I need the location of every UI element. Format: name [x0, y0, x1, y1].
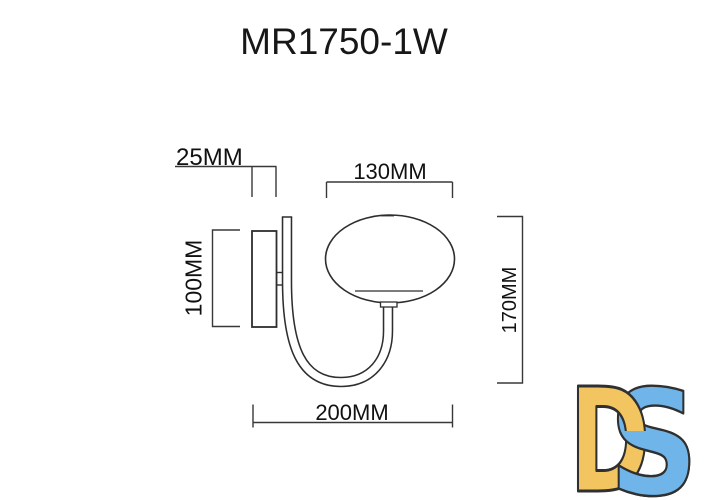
product-title: MR1750-1W: [240, 21, 448, 62]
logo-letter-d: D: [569, 381, 650, 500]
dim-label-200mm: 200MM: [315, 400, 389, 425]
lamp-outline: [251, 214, 456, 388]
glass-shade: [324, 214, 456, 304]
logo-letter-s-back: S: [609, 381, 698, 500]
ds-logo: S D S: [568, 381, 700, 500]
socket-collar: [379, 301, 398, 308]
dim-200mm-leader: [252, 404, 454, 428]
wall-backplate: [251, 230, 278, 328]
dim-170mm-bracket: [497, 215, 524, 384]
dimension-lines: [175, 165, 524, 428]
dim-130mm-leader: [325, 181, 454, 198]
dim-25mm-leader: [175, 165, 277, 197]
arm-tube-core: [283, 217, 392, 386]
logo-letter-s-front: S: [609, 381, 698, 500]
dim-label-100mm: 100MM: [180, 239, 207, 317]
dim-100mm-bracket: [211, 229, 240, 328]
dim-label-25mm: 25MM: [176, 144, 243, 171]
dim-label-170mm: 170MM: [499, 266, 521, 334]
dim-label-130mm: 130MM: [353, 159, 427, 184]
